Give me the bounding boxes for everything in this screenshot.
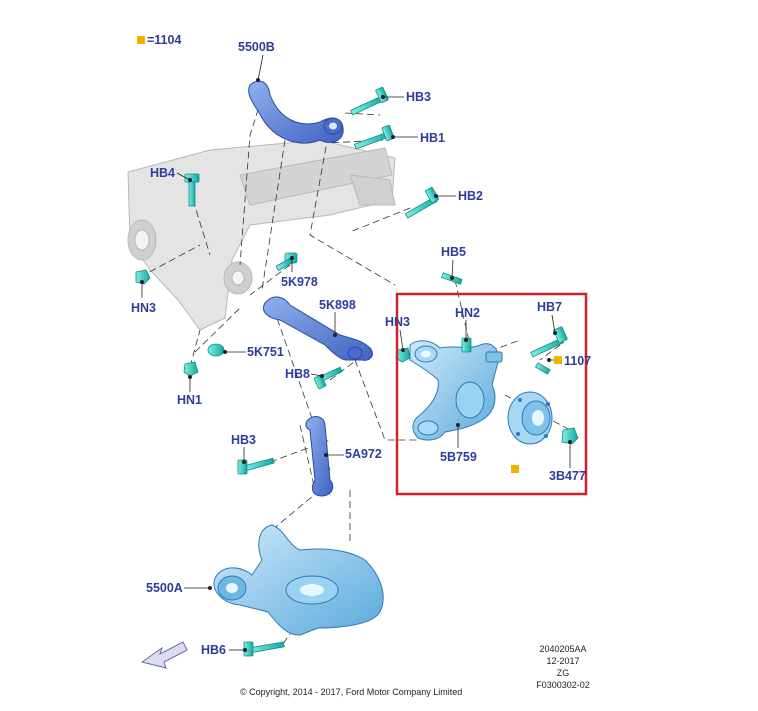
label-hb6: HB6 bbox=[201, 643, 227, 657]
label-pointers bbox=[139, 54, 573, 653]
label-hn1: HN1 bbox=[177, 393, 203, 407]
label-hb3-top: HB3 bbox=[406, 90, 432, 104]
label-hn3-mid: HN3 bbox=[385, 315, 411, 329]
figure-code: 2040205AA bbox=[539, 644, 587, 654]
label-3b477: 3B477 bbox=[549, 469, 586, 483]
lower-arm-5K898 bbox=[263, 296, 373, 361]
label-5k751: 5K751 bbox=[247, 345, 284, 359]
figure-number: F0300302-02 bbox=[536, 680, 590, 690]
copyright-notice: © Copyright, 2014 - 2017, Ford Motor Com… bbox=[240, 687, 463, 697]
knuckle-5B759 bbox=[409, 340, 503, 441]
label-hb1: HB1 bbox=[420, 131, 446, 145]
label-hn3-left: HN3 bbox=[131, 301, 157, 315]
figure-zg: ZG bbox=[556, 668, 570, 678]
label-5k898: 5K898 bbox=[319, 298, 356, 312]
upper-arm-5500B bbox=[248, 80, 344, 144]
label-hb5: HB5 bbox=[441, 245, 467, 259]
label-5a972: 5A972 bbox=[345, 447, 382, 461]
label-1107: 1107 bbox=[564, 354, 592, 368]
link-5A972 bbox=[305, 416, 334, 497]
bolt-hb6 bbox=[243, 641, 285, 657]
bolt-hb1 bbox=[353, 124, 395, 150]
figure-metadata: 2040205AA 12-2017 ZG F0300302-02 bbox=[523, 643, 603, 691]
figure-date: 12-2017 bbox=[546, 656, 580, 666]
label-hn2: HN2 bbox=[455, 306, 481, 320]
bolt-hb8 bbox=[313, 366, 343, 390]
label-hb7: HB7 bbox=[537, 300, 563, 314]
label-hb8: HB8 bbox=[285, 367, 311, 381]
note-square-hub bbox=[511, 465, 519, 473]
note-reference: =1104 bbox=[137, 33, 181, 47]
label-5500a: 5500A bbox=[146, 581, 183, 595]
label-hb2: HB2 bbox=[458, 189, 484, 203]
nut-3b477 bbox=[561, 427, 579, 445]
knuckle-5500A bbox=[213, 524, 384, 636]
label-5k978: 5K978 bbox=[281, 275, 318, 289]
note-reference-text: =1104 bbox=[147, 33, 182, 47]
bolt-hb2 bbox=[404, 186, 439, 219]
nut-hn1 bbox=[183, 361, 199, 377]
bolt-hb7 bbox=[530, 326, 568, 358]
nut-hn2 bbox=[461, 337, 472, 353]
label-hb4: HB4 bbox=[150, 166, 176, 180]
bolt-1107 bbox=[534, 362, 551, 375]
washer-5k751 bbox=[207, 343, 225, 357]
label-5500B: 5500B bbox=[238, 40, 275, 54]
label-5b759: 5B759 bbox=[440, 450, 477, 464]
bolt-hb3-top bbox=[350, 86, 389, 116]
nut-hn3-left bbox=[135, 269, 151, 285]
note-square-icon bbox=[137, 36, 145, 44]
highlight-box bbox=[395, 292, 588, 496]
note-square-1107 bbox=[554, 356, 562, 364]
label-hb3-bottom: HB3 bbox=[231, 433, 257, 447]
wheel-hub-3B477 bbox=[507, 391, 553, 445]
direction-arrow-icon bbox=[140, 641, 188, 669]
